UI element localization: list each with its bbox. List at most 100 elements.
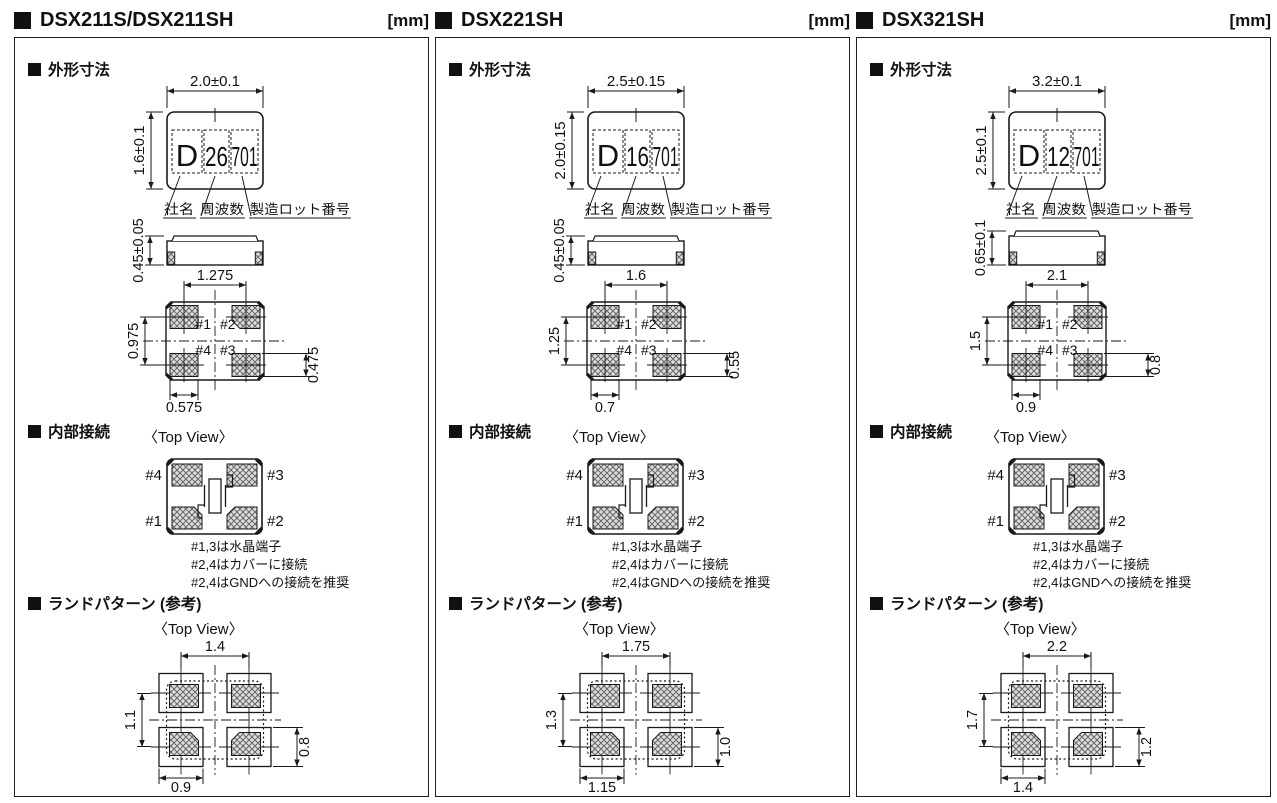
pad-number: #2 — [1109, 513, 1126, 530]
package-lid — [1013, 230, 1101, 237]
dim-arrow — [159, 775, 166, 781]
dim-arrow — [1145, 353, 1151, 361]
package-lid — [171, 235, 259, 242]
dim-arrow — [142, 317, 148, 324]
corner-castellation — [164, 300, 174, 310]
package-pad — [1011, 732, 1041, 756]
marking-lot-code: 701 — [1074, 141, 1100, 172]
pad-number: #3 — [1062, 342, 1078, 358]
pad-number: #4 — [566, 467, 583, 484]
marking-vendor-code: D — [176, 138, 198, 173]
note-line: #2,4はGNDへの接続を推奨 — [191, 575, 350, 590]
package-side-view-body — [166, 240, 264, 266]
section-bullet-icon — [28, 596, 41, 610]
pad-pitch-x-dim: 1.6 — [626, 268, 646, 284]
marking-zone-box — [171, 129, 203, 174]
panel-header: DSX211S/DSX211SH [mm] — [14, 8, 429, 33]
pad-number: #4 — [195, 342, 211, 358]
leader-line — [621, 175, 637, 217]
dim-arrow — [1136, 759, 1142, 767]
section-land-title: ランドパターン (参考) — [449, 592, 622, 614]
dim-arrow — [588, 88, 595, 94]
panel-header: DSX321SH [mm] — [856, 8, 1271, 33]
note-line: #2,4はGNDへの接続を推奨 — [612, 575, 771, 590]
note-line: #1,3は水晶端子 — [1033, 539, 1124, 554]
bullet-square-icon — [435, 12, 452, 29]
dim-arrow — [1145, 369, 1151, 377]
package-pad — [590, 732, 620, 756]
marking-label-company: 社名 — [164, 202, 194, 217]
top-view-caption: 〈Top View〉 — [985, 429, 1076, 446]
leader-line — [1042, 175, 1058, 217]
marking-label-frequency: 周波数 — [200, 202, 245, 217]
corner-castellation — [164, 372, 174, 382]
dim-arrow — [612, 392, 619, 398]
dim-arrow — [139, 740, 145, 747]
pad-number: #3 — [688, 467, 705, 484]
package-pad — [169, 684, 199, 708]
body-width-dim: 2.0±0.1 — [190, 73, 240, 90]
dim-arrow — [605, 282, 612, 288]
panel-title: DSX211S/DSX211SH — [40, 9, 234, 31]
section-land-title: ランドパターン (参考) — [870, 592, 1043, 614]
section-bullet-icon — [449, 596, 462, 610]
crystal-lead — [225, 474, 234, 488]
dim-arrow — [303, 353, 309, 361]
dim-arrow — [196, 775, 203, 781]
corner-castellation — [677, 372, 687, 382]
dim-arrow — [1081, 282, 1088, 288]
top-view-caption: 〈Top View〉 — [153, 621, 244, 638]
pad-number: #3 — [641, 342, 657, 358]
dim-arrow — [242, 653, 249, 659]
dim-arrow — [990, 182, 996, 189]
section-bullet-icon — [870, 424, 883, 438]
land-pad-height-dim: 0.8 — [297, 737, 313, 757]
corner-castellation — [1096, 457, 1106, 467]
dim-arrow — [294, 727, 300, 735]
pad-number: #4 — [145, 467, 162, 484]
land-pitch-x-dim: 1.4 — [205, 639, 225, 655]
dim-arrow — [560, 740, 566, 747]
package-pad — [171, 463, 203, 487]
section-outline-label: 外形寸法 — [469, 62, 532, 79]
land-pad-width-dim: 1.15 — [588, 780, 616, 793]
marking-label-company: 社名 — [1006, 202, 1036, 217]
crystal-lead — [646, 474, 655, 488]
section-land-label: ランドパターン (参考) — [890, 596, 1044, 613]
package-pad — [1068, 463, 1100, 487]
corner-castellation — [585, 372, 595, 382]
leader-line — [200, 175, 216, 217]
dim-arrow — [724, 369, 730, 377]
corner-castellation — [1006, 372, 1016, 382]
dim-arrow — [294, 759, 300, 767]
leader-line — [164, 175, 181, 217]
package-pad — [226, 506, 258, 530]
section-internal-title: 内部接続 — [28, 420, 110, 442]
section-internal-title: 内部接続 — [449, 420, 531, 442]
pad-number: #2 — [267, 513, 284, 530]
pad-pitch-y-dim: 0.975 — [126, 323, 142, 359]
dim-arrow — [170, 392, 177, 398]
dim-arrow — [715, 727, 721, 735]
crystal-lead — [618, 504, 626, 519]
land-pad-height-dim: 1.0 — [718, 737, 734, 757]
package-pad — [171, 506, 203, 530]
package-pad — [592, 463, 624, 487]
package-pad — [254, 251, 263, 265]
section-internal-label: 内部接続 — [48, 424, 111, 441]
marking-lot-code: 701 — [653, 141, 679, 172]
top-view-caption: 〈Top View〉 — [574, 621, 665, 638]
corner-castellation — [1096, 526, 1106, 536]
panel-title: DSX221SH — [461, 9, 564, 31]
dim-arrow — [303, 369, 309, 377]
section-bullet-icon — [28, 62, 41, 76]
land-pad-width-dim: 1.4 — [1013, 780, 1033, 793]
package-pad — [1073, 732, 1103, 756]
marking-label-lot: 製造ロット番号 — [250, 202, 350, 217]
marking-zone-box — [592, 129, 624, 174]
crystal-lead — [1039, 504, 1047, 519]
dim-arrow — [181, 653, 188, 659]
